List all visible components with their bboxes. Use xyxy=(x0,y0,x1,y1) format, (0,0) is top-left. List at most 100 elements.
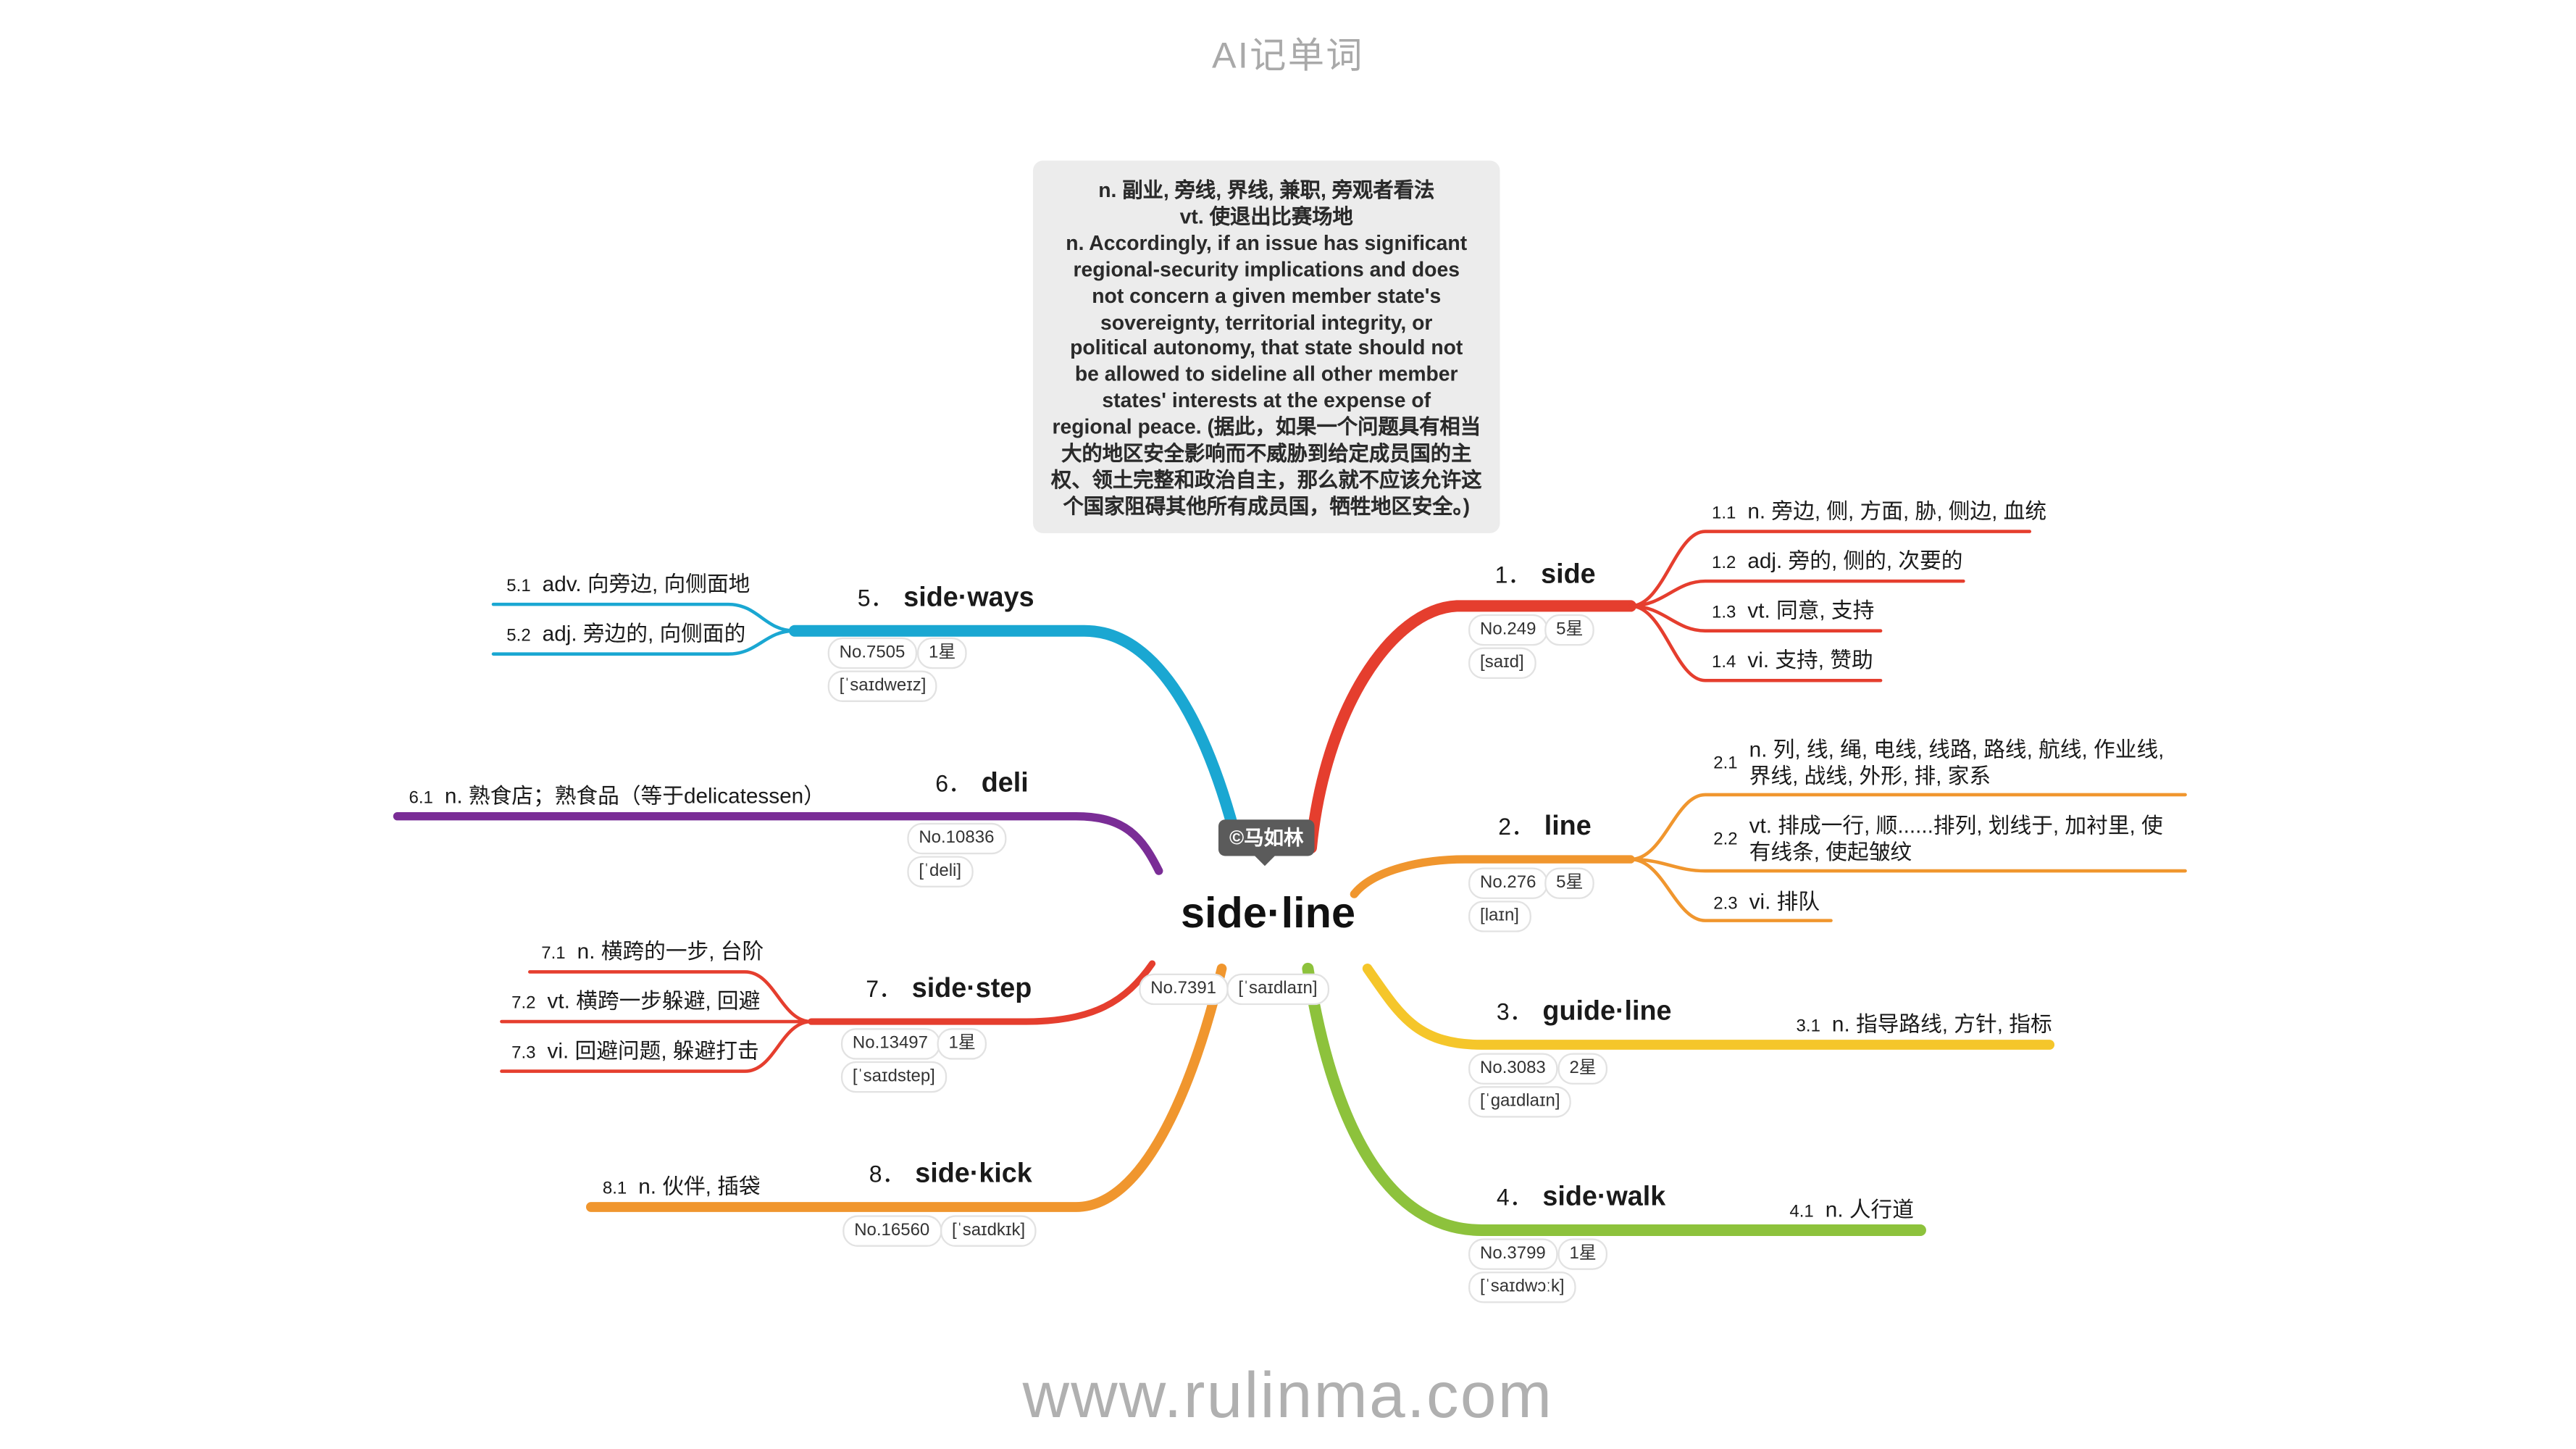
footer-url[interactable]: www.rulinma.com xyxy=(1022,1361,1554,1432)
edge-center-b3 xyxy=(1362,964,2055,1050)
stars-tag: 1星 xyxy=(1557,1238,1608,1270)
definition-line: sovereignty, territorial integrity, or xyxy=(1100,310,1433,334)
definition-box: n. 副业, 旁线, 界线, 兼职, 旁观者看法 vt. 使退出比赛场地 n. … xyxy=(1033,160,1500,533)
branch-word: guide·line xyxy=(1542,996,1672,1027)
branch-word-line[interactable]: 2． line xyxy=(1498,810,1592,843)
edge-center-b5 xyxy=(788,625,1245,854)
branch-word-guideline[interactable]: 3． guide·line xyxy=(1497,995,1672,1028)
phonetic-tag: [laɪn] xyxy=(1468,901,1531,932)
branch-number: 6． xyxy=(935,769,972,797)
edge-b5-s1 xyxy=(491,602,797,632)
phonetic-tag: [ˈsaɪdweɪz] xyxy=(827,670,938,702)
stars-tag: 5星 xyxy=(1544,614,1595,646)
phonetic-tag: [ˈdeli] xyxy=(907,856,974,888)
branch-word-sidekick[interactable]: 8． side·kick xyxy=(869,1157,1032,1190)
edge-b5-s2 xyxy=(491,629,797,656)
edge-center-b4 xyxy=(1302,962,1926,1236)
definition-line: 大的地区安全影响而不威胁到给定成员国的主 xyxy=(1061,442,1472,466)
branch-word: deli xyxy=(981,768,1029,798)
edge-b1-s2 xyxy=(1628,579,1965,608)
branch-number: 7． xyxy=(866,975,903,1002)
definition-line: regional-security implications and does xyxy=(1073,257,1460,281)
edge-center-b6 xyxy=(393,811,1163,875)
branch-word-sideways[interactable]: 5． side·ways xyxy=(858,581,1034,614)
definition-line: be allowed to sideline all other member xyxy=(1074,363,1458,387)
phonetic-tag: [ˈsaɪdwɔːk] xyxy=(1468,1271,1576,1303)
app-title: AI记单词 xyxy=(1212,34,1364,77)
definition-line: n. 副业, 旁线, 界线, 兼职, 旁观者看法 xyxy=(1098,178,1435,202)
center-word[interactable]: side·line xyxy=(1180,887,1356,938)
center-phonetic-tag: [ˈsaɪdlaɪn] xyxy=(1226,973,1329,1006)
edge-center-b7 xyxy=(808,960,1156,1025)
branch-word: side xyxy=(1541,559,1596,590)
branch-number: 5． xyxy=(857,584,894,611)
branch-word: side·kick xyxy=(915,1158,1032,1189)
branch-word-sidewalk[interactable]: 4． side·walk xyxy=(1497,1180,1665,1214)
branch-word-sidestep[interactable]: 7． side·step xyxy=(866,972,1032,1005)
branch-number: 8． xyxy=(869,1160,906,1187)
rank-tag: No.7505 xyxy=(827,637,917,669)
branch-word-side[interactable]: 1． side xyxy=(1495,558,1596,591)
definition-line: states' interests at the expense of xyxy=(1102,389,1431,413)
definition-line: vt. 使退出比赛场地 xyxy=(1179,205,1353,229)
phonetic-tag: [ˈgaɪdlaɪn] xyxy=(1468,1086,1572,1118)
rank-tag: No.16560 xyxy=(842,1215,942,1247)
edge-b1-s1 xyxy=(1628,530,2032,608)
definition-line: 个国家阻碍其他所有成员国，牺牲地区安全。) xyxy=(1063,495,1471,519)
edge-center-b2 xyxy=(1350,855,1635,898)
branch-word: side·walk xyxy=(1542,1182,1666,1212)
center-rank-tag: No.7391 xyxy=(1139,973,1229,1006)
rank-tag: No.3799 xyxy=(1468,1238,1557,1270)
rank-tag: No.13497 xyxy=(840,1028,940,1060)
edge-b2-s2 xyxy=(1628,857,2187,873)
rank-tag: No.10836 xyxy=(907,822,1006,855)
stars-tag: 2星 xyxy=(1557,1053,1608,1085)
branch-number: 1． xyxy=(1494,561,1531,588)
branch-word: line xyxy=(1544,811,1592,841)
stars-tag: 5星 xyxy=(1544,867,1595,899)
phonetic-tag: [ˈsaɪdstep] xyxy=(840,1061,947,1093)
definition-line: not concern a given member state's xyxy=(1092,284,1442,308)
edge-b7-s3 xyxy=(500,1019,814,1073)
branch-word: side·ways xyxy=(903,582,1034,613)
edge-b2-s1 xyxy=(1628,793,2187,861)
branch-word-deli[interactable]: 6． deli xyxy=(935,767,1029,800)
edge-b1-s3 xyxy=(1628,604,1883,632)
edge-center-b1 xyxy=(1305,600,1637,854)
definition-line: n. Accordingly, if an issue has signific… xyxy=(1066,231,1468,255)
edge-b1-s4 xyxy=(1628,604,1883,682)
definition-line: political autonomy, that state should no… xyxy=(1070,336,1463,360)
branch-number: 3． xyxy=(1496,998,1533,1025)
credit-badge: ©马如林 xyxy=(1218,819,1315,867)
stars-tag: 1星 xyxy=(917,637,968,669)
rank-tag: No.3083 xyxy=(1468,1053,1557,1085)
branch-number: 4． xyxy=(1496,1183,1533,1211)
phonetic-tag: [saɪd] xyxy=(1468,647,1536,679)
edge-b2-s3 xyxy=(1628,857,1833,922)
rank-tag: No.276 xyxy=(1468,867,1548,899)
branch-number: 2． xyxy=(1498,813,1535,840)
definition-line: 权、领土完整和政治自主，那么就不应该允许这 xyxy=(1050,468,1482,492)
edge-center-b8 xyxy=(585,964,1227,1212)
definition-line: regional peace. (据此，如果一个问题具有相当 xyxy=(1052,415,1481,439)
edge-b7-s1 xyxy=(528,970,814,1024)
phonetic-tag: [ˈsaɪdkɪk] xyxy=(940,1215,1037,1247)
branch-word: side·step xyxy=(911,973,1032,1003)
